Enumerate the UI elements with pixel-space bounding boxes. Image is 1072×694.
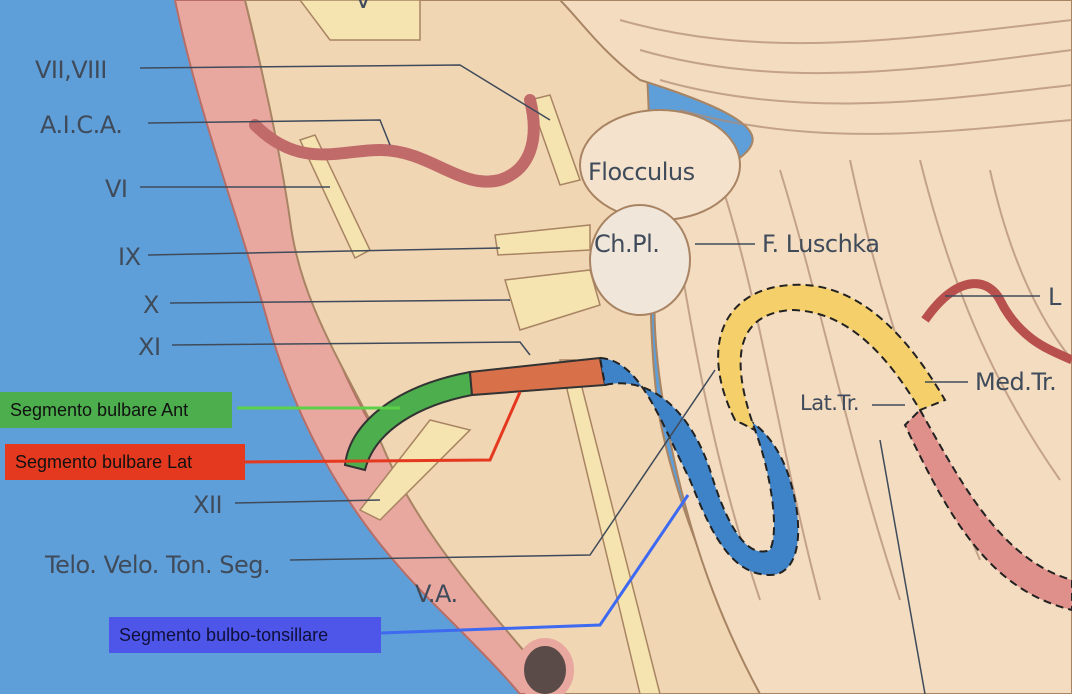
label-med-tr: Med.Tr. — [975, 368, 1057, 396]
choroid-plexus — [589, 204, 691, 316]
segment-bulbare-ant-label: Segmento bulbare Ant — [0, 392, 232, 428]
telovelo-segment — [717, 283, 947, 433]
lateral-artery — [921, 279, 1072, 365]
label-xi: XI — [138, 333, 161, 361]
label-l-cut: L — [1048, 283, 1061, 311]
segment-tonsillar-shape — [598, 356, 800, 577]
label-xii: XII — [193, 491, 223, 519]
label-va: V.A. — [415, 580, 458, 608]
vertebral-artery-lumen — [516, 638, 574, 694]
label-vi: VI — [105, 175, 128, 203]
label-flocculus: Flocculus — [588, 158, 695, 186]
segment-bulbare-lat-label: Segmento bulbare Lat — [5, 444, 245, 480]
label-ix: IX — [118, 243, 141, 271]
segment-bulbo-tonsillare-label: Segmento bulbo-tonsillare — [109, 617, 381, 653]
label-vii-viii: VII,VIII — [35, 56, 107, 84]
label-v: V — [355, 0, 371, 14]
label-luschka: F. Luschka — [762, 230, 880, 258]
label-x: X — [143, 291, 159, 319]
aica-artery — [249, 94, 540, 188]
label-aica: A.I.C.A. — [40, 111, 123, 139]
label-telo-velo: Telo. Velo. Ton. Seg. — [45, 551, 271, 579]
label-lat-tr: Lat.Tr. — [800, 391, 860, 415]
label-chpl: Ch.Pl. — [594, 230, 660, 258]
